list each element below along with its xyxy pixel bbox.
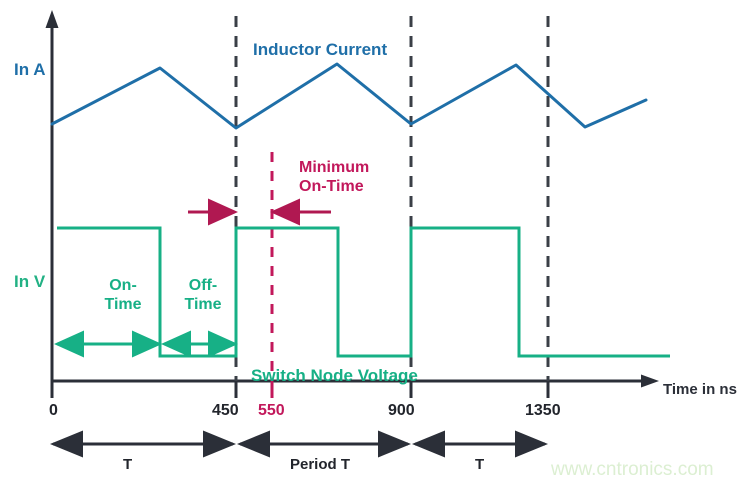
inductor-current-waveform (50, 62, 648, 130)
x-tick-label-550: 550 (258, 402, 285, 419)
x-tick-label-900: 900 (388, 402, 415, 419)
off-time-label: Off- Time (170, 277, 236, 315)
watermark: www.cntronics.com (551, 459, 714, 480)
on-time-label-line1: On- (109, 277, 137, 294)
x-tick-label-450: 450 (212, 402, 239, 419)
x-axis-label: Time in ns (663, 381, 737, 398)
period-label-period-t: Period T (290, 456, 351, 473)
minimum-on-time-label: Minimum On-Time (299, 159, 369, 197)
on-time-label-line2: Time (104, 295, 142, 313)
minimum-on-time-label-line2: On-Time (299, 177, 364, 195)
on-time-label: On- Time (88, 277, 158, 315)
switch-node-voltage-label: Switch Node Voltage (251, 366, 418, 385)
inductor-current-label: Inductor Current (253, 40, 388, 59)
x-tick-label-0: 0 (49, 402, 58, 419)
y-axis-current-label: In A (14, 60, 46, 79)
vertical-markers (234, 16, 550, 381)
minimum-on-time-label-line1: Minimum (299, 159, 370, 176)
y-axis-arrowhead (45, 10, 59, 28)
period-label-t3: T (475, 456, 485, 473)
period-label-t1: T (123, 456, 133, 473)
x-axis (50, 374, 659, 398)
off-time-label-line1: Off- (188, 277, 218, 294)
x-tick-label-1350: 1350 (525, 402, 561, 419)
y-axis-voltage-label: In V (14, 272, 46, 291)
y-axis (45, 10, 59, 381)
off-time-label-line2: Time (184, 295, 222, 313)
x-axis-arrowhead (641, 374, 659, 388)
